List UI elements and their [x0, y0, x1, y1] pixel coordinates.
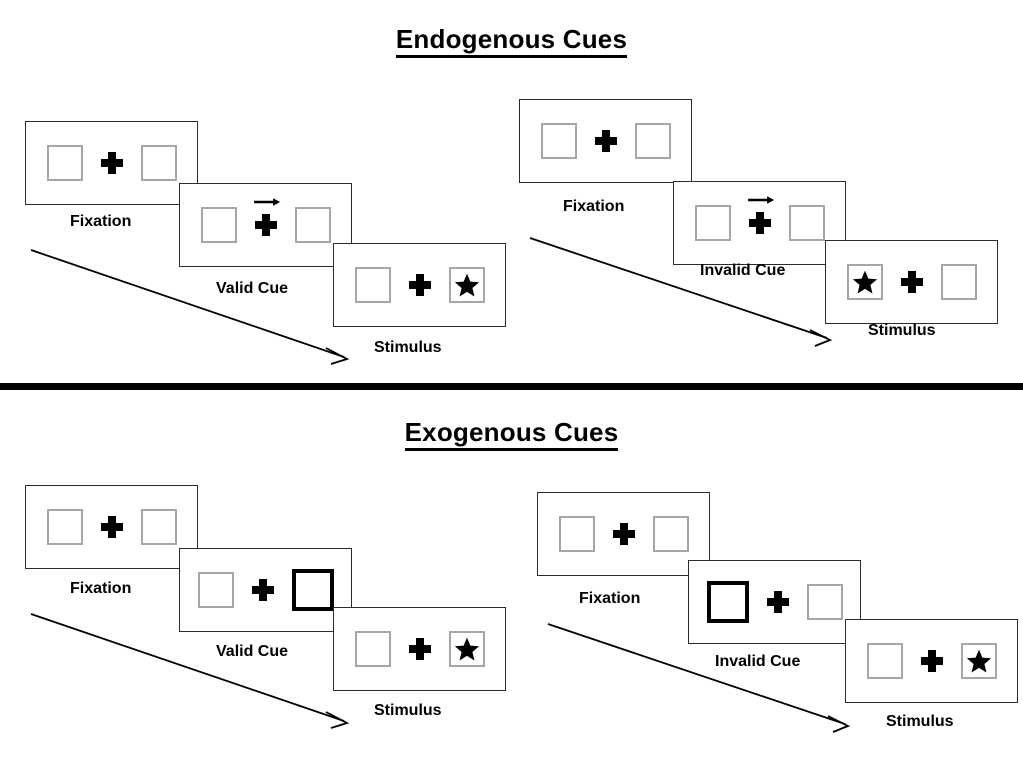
left-box-cued[interactable]	[706, 581, 749, 623]
frame-caption-cue: Valid Cue	[216, 280, 289, 297]
trial-frame-stimulus[interactable]	[333, 607, 506, 691]
trial-frame-cue[interactable]	[179, 183, 352, 267]
left-box[interactable]	[558, 516, 595, 552]
plus-icon	[100, 516, 123, 538]
fixation-cue-unit	[920, 650, 943, 672]
arrow-right-icon	[253, 198, 280, 206]
frame-caption-fixation: Fixation	[563, 198, 625, 215]
trial-frame-fixation[interactable]	[25, 121, 198, 205]
plus-icon	[766, 591, 789, 613]
plus-icon	[251, 579, 274, 601]
frame-caption-fixation: Fixation	[70, 580, 132, 597]
frame-caption-stimulus: Stimulus	[374, 702, 442, 719]
star-icon	[966, 649, 991, 673]
frame-caption-cue: Invalid Cue	[700, 262, 786, 279]
frame-caption-stimulus: Stimulus	[374, 339, 442, 356]
fixation-cue-unit	[594, 130, 617, 152]
trial-frame-stimulus[interactable]	[333, 243, 506, 327]
star-icon	[454, 273, 479, 297]
fixation-cue-unit	[408, 274, 431, 296]
left-box[interactable]	[354, 631, 391, 667]
fixation-cue-unit	[100, 152, 123, 174]
plus-icon	[408, 274, 431, 296]
frame-caption-cue: Valid Cue	[216, 643, 289, 660]
right-box[interactable]	[652, 516, 689, 552]
trial-frame-cue[interactable]	[688, 560, 861, 644]
right-box[interactable]	[634, 123, 671, 159]
left-box[interactable]	[46, 509, 83, 545]
trial-frame-stimulus[interactable]	[825, 240, 998, 324]
left-box[interactable]	[694, 205, 731, 241]
left-box[interactable]	[46, 145, 83, 181]
frame-caption-stimulus: Stimulus	[868, 322, 936, 339]
star-icon	[454, 637, 479, 661]
left-box[interactable]	[540, 123, 577, 159]
fixation-cue-unit	[408, 638, 431, 660]
arrow-right-icon	[747, 196, 774, 204]
cue-unit	[253, 198, 280, 236]
plus-icon	[594, 130, 617, 152]
trial-frame-stimulus[interactable]	[845, 619, 1018, 703]
plus-icon	[920, 650, 943, 672]
fixation-cue-unit	[100, 516, 123, 538]
plus-icon	[254, 214, 277, 236]
panel-divider	[0, 383, 1023, 390]
plus-icon	[748, 212, 771, 234]
plus-icon	[612, 523, 635, 545]
right-box[interactable]	[294, 207, 331, 243]
frame-caption-fixation: Fixation	[579, 590, 641, 607]
plus-icon	[100, 152, 123, 174]
fixation-cue-unit	[251, 579, 274, 601]
plus-icon	[408, 638, 431, 660]
trial-frame-cue[interactable]	[179, 548, 352, 632]
trial-frame-fixation[interactable]	[25, 485, 198, 569]
right-box-cued[interactable]	[291, 569, 334, 611]
panel-title-endogenous-text: Endogenous Cues	[395, 24, 628, 58]
trial-frame-fixation[interactable]	[537, 492, 710, 576]
star-icon	[852, 270, 877, 294]
fixation-cue-unit	[900, 271, 923, 293]
right-box-target[interactable]	[448, 267, 485, 303]
left-box[interactable]	[866, 643, 903, 679]
left-box[interactable]	[200, 207, 237, 243]
fixation-cue-unit	[612, 523, 635, 545]
panel-endogenous: Endogenous Cues Fixation	[0, 24, 1023, 365]
right-box[interactable]	[140, 145, 177, 181]
left-box[interactable]	[354, 267, 391, 303]
right-box[interactable]	[940, 264, 977, 300]
panel-title-endogenous: Endogenous Cues	[0, 24, 1023, 58]
frame-caption-cue: Invalid Cue	[715, 653, 801, 670]
panel-title-exogenous: Exogenous Cues	[0, 417, 1023, 451]
right-box-target[interactable]	[448, 631, 485, 667]
cue-unit	[747, 196, 774, 234]
frame-caption-stimulus: Stimulus	[886, 713, 954, 730]
right-box[interactable]	[140, 509, 177, 545]
right-box[interactable]	[806, 584, 843, 620]
trial-frame-cue[interactable]	[673, 181, 846, 265]
left-box[interactable]	[197, 572, 234, 608]
left-box-target[interactable]	[846, 264, 883, 300]
trial-frame-fixation[interactable]	[519, 99, 692, 183]
plus-icon	[900, 271, 923, 293]
right-box[interactable]	[788, 205, 825, 241]
frame-caption-fixation: Fixation	[70, 213, 132, 230]
fixation-cue-unit	[766, 591, 789, 613]
right-box-target[interactable]	[960, 643, 997, 679]
panel-title-exogenous-text: Exogenous Cues	[404, 417, 619, 451]
